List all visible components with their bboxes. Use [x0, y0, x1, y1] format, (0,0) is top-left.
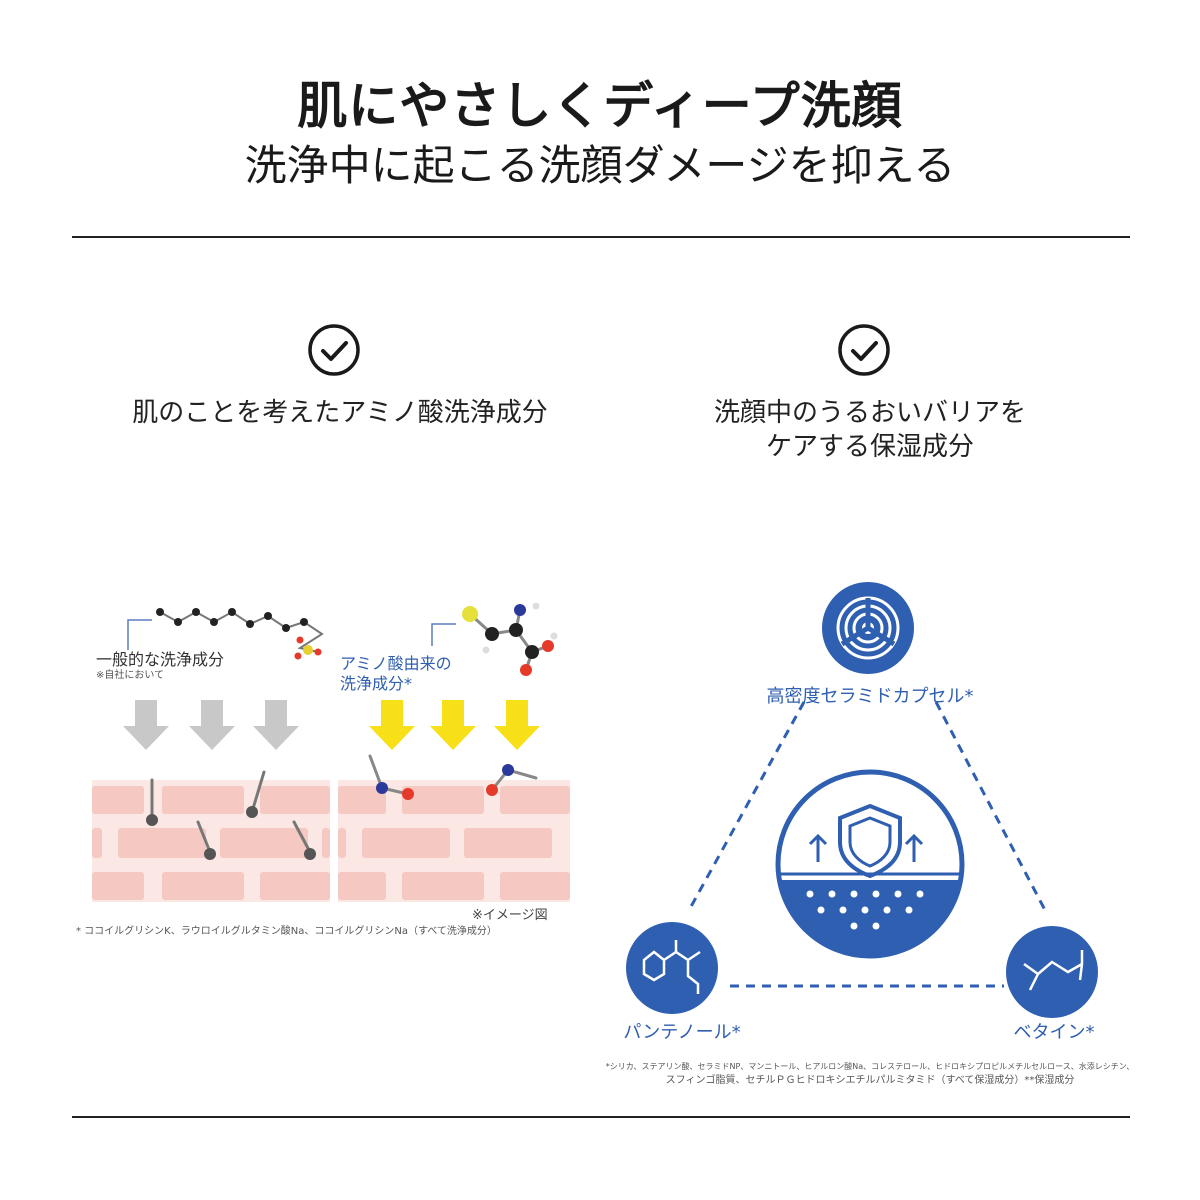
skin-brick-wall-right [338, 780, 570, 902]
right-heading-line-2: ケアする保湿成分 [765, 432, 974, 462]
barrier-shield-circle [775, 769, 965, 959]
dermaon-badge-icon [822, 582, 914, 674]
page-title: 肌にやさしくディープ洗顔 [297, 77, 903, 135]
cleansing-illustration [92, 602, 570, 902]
image-note: ※イメージ図 [472, 908, 548, 923]
amino-acid-molecule-icon [462, 602, 558, 676]
amino-cleanser-label-1: アミノ酸由来の [340, 654, 452, 673]
page-subtitle: 洗浄中に起こる洗顔ダメージを抑える [244, 141, 956, 190]
top-divider [72, 236, 1130, 238]
bottom-divider [72, 1116, 1130, 1118]
yellow-arrows [369, 700, 540, 750]
amino-cleanser-label-2: 洗浄成分* [340, 674, 413, 693]
ceramide-capsule-label: 高密度セラミドカプセル* [766, 686, 974, 707]
skin-brick-wall-left [92, 780, 330, 902]
betaine-label: ベタイン* [1013, 1022, 1095, 1043]
panthenol-molecule-icon [626, 922, 718, 1014]
check-circle-icon [838, 324, 890, 376]
right-heading-line-1: 洗顔中のうるおいバリアを [713, 398, 1026, 428]
general-cleanser-label: 一般的な洗浄成分 [96, 650, 225, 669]
left-heading: 肌のことを考えたアミノ酸洗浄成分 [132, 398, 548, 428]
check-circle-icon [308, 324, 360, 376]
shield-icon [838, 803, 902, 879]
right-footnote-line-1: *シリカ、ステアリン酸、セラミドNP、マンニトール、ヒアルロン酸Na、コレステロ… [605, 1062, 1135, 1071]
left-footnote: * ココイルグリシンK、ラウロイルグルタミン酸Na、ココイルグリシンNa（すべて… [76, 926, 497, 937]
right-footnote-line-2: スフィンゴ脂質、セチルＰＧヒドロキシエチルパルミタミド（すべて保湿成分）**保湿… [665, 1075, 1075, 1086]
gray-arrows [123, 700, 299, 750]
general-cleanser-note: ※自社において [96, 670, 165, 681]
betaine-molecule-icon [1006, 926, 1098, 1018]
moisture-diagram [626, 582, 1098, 1018]
arrow-up-icon [808, 833, 828, 862]
surfactant-molecule-icon [156, 608, 324, 660]
arrow-up-icon [904, 833, 924, 862]
panthenol-label: パンテノール* [623, 1022, 741, 1043]
